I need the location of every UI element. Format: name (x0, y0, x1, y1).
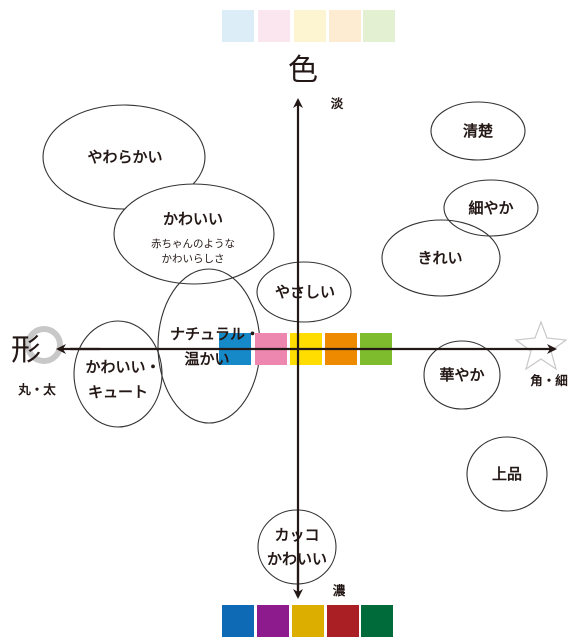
axis-label-dark: 濃 (333, 583, 346, 598)
label-kakko-line1: カッコ (274, 526, 319, 544)
dark-swatch-2 (257, 605, 289, 637)
label-yasashii: やさしい (275, 283, 335, 301)
bubble-hanayaka (423, 340, 501, 410)
dark-swatch-4 (327, 605, 359, 637)
label-jouhin: 上品 (492, 465, 522, 483)
star-icon (514, 320, 568, 371)
bubble-kawaii (113, 183, 275, 285)
label-kakko-line2: かわいい (267, 550, 327, 568)
dark-swatch-1 (222, 605, 254, 637)
label-kawaii-sub2: かわいらしさ (162, 253, 225, 265)
label-hanayaka: 華やか (439, 366, 484, 384)
axis-label-angular-thin: 角・細 (530, 373, 568, 388)
label-kirei: きれい (417, 249, 462, 267)
dark-swatch-3 (292, 605, 324, 637)
bubble-hosoyaka (443, 179, 539, 237)
label-hosoyaka: 細やか (468, 199, 513, 217)
bubble-yasashii (256, 261, 352, 323)
bubble-jouhin (466, 436, 548, 512)
light-swatch-2 (258, 10, 290, 42)
dark-color-palette (222, 605, 393, 637)
light-swatch-5 (363, 10, 395, 42)
axis-title-shape: 形 (11, 333, 41, 368)
light-swatch-4 (329, 10, 361, 42)
label-cute-line2: キュート (88, 383, 148, 401)
label-natural-line2: 温かい (184, 350, 229, 368)
label-cute-line1: かわいい・ (85, 358, 160, 376)
axis-label-light: 淡 (331, 96, 344, 111)
light-swatch-3 (294, 10, 326, 42)
bubble-seiso (430, 101, 526, 161)
label-kawaii-sub1: 赤ちゃんのような (151, 238, 235, 250)
label-kawaii-title: かわいい (163, 210, 223, 228)
label-seiso: 清楚 (463, 122, 494, 140)
light-swatch-1 (222, 10, 254, 42)
label-yawarakai: やわらかい (87, 148, 162, 166)
dark-swatch-5 (361, 605, 393, 637)
axis-label-round-thick: 丸・太 (17, 382, 56, 397)
bubble-cute (73, 320, 163, 428)
axis-title-color: 色 (288, 53, 318, 88)
light-color-palette (222, 10, 395, 42)
bubble-kirei (381, 219, 501, 297)
label-natural-line1: ナチュラル・ (170, 325, 260, 343)
